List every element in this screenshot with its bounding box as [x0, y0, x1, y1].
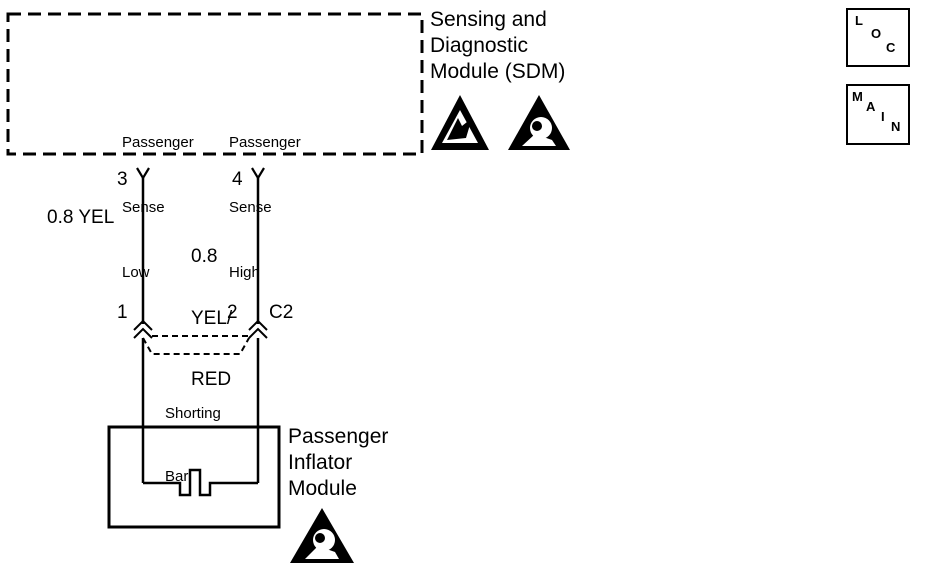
wire-yel-red-line-3: RED [191, 369, 232, 391]
shorting-bar-label: Shorting Bar [165, 361, 221, 508]
c2-pin-number-1: 1 [117, 302, 128, 323]
sdm-pin-number-4: 4 [232, 169, 243, 190]
loc-letter-o: O [871, 26, 882, 41]
loc-button[interactable]: L O C [846, 8, 910, 67]
connector-name-c2: C2 [269, 302, 294, 323]
sdm-title-line-3: Module (SDM) [430, 60, 566, 83]
shorting-bar-label-line-2: Bar [165, 468, 189, 485]
pin-low-label-line-3: Low [122, 264, 150, 281]
c2-pin-1-chevron [133, 319, 153, 339]
main-letter-a: A [866, 99, 876, 114]
squib-element [143, 468, 258, 497]
loc-letter-l: L [855, 13, 863, 28]
inflator-title-line-1: Passenger [288, 425, 389, 448]
sdm-title-line-2: Diagnostic [430, 34, 529, 57]
inflator-title-line-3: Module [288, 477, 357, 500]
wire-yel-red-line-1: 0.8 [191, 246, 218, 268]
wire-label-yel: 0.8 YEL [47, 207, 115, 228]
pin-high-label-line-2: Sense [229, 198, 272, 216]
loc-letter-c: C [886, 40, 896, 55]
main-button[interactable]: M A I N [846, 84, 910, 145]
inflator-module-box [107, 425, 281, 529]
pin-label-passenger-sense-high: Passenger Sense High [229, 88, 301, 306]
shorting-bar-label-line-1: Shorting [165, 405, 221, 422]
c2-pin-2-chevron [248, 319, 268, 339]
pin-label-passenger-sense-low: Passenger Sense Low [122, 88, 194, 306]
inflator-title-line-2: Inflator [288, 451, 353, 474]
pin-high-label-line-1: Passenger [229, 133, 301, 151]
sdm-pin-number-3: 3 [117, 169, 128, 190]
c2-pin-number-2: 2 [227, 302, 238, 323]
airbag-warning-icon [290, 508, 354, 563]
pin-low-label-line-2: Sense [122, 198, 165, 216]
sdm-dashed-box [6, 12, 424, 156]
wire-yel-red-line-2: YEL/ [191, 307, 233, 329]
pin-high-label-line-3: High [229, 264, 260, 281]
sdm-title-line-1: Sensing and [430, 8, 547, 31]
wire-label-yel-red: 0.8 YEL/ RED [191, 206, 232, 411]
esd-warning-icon [431, 95, 489, 150]
pin-low-label-line-1: Passenger [122, 133, 194, 151]
main-letter-n: N [891, 119, 901, 134]
main-letter-m: M [852, 89, 863, 104]
main-letter-i: I [881, 109, 885, 124]
airbag-warning-icon [508, 95, 570, 150]
shorting-bar [142, 337, 250, 355]
